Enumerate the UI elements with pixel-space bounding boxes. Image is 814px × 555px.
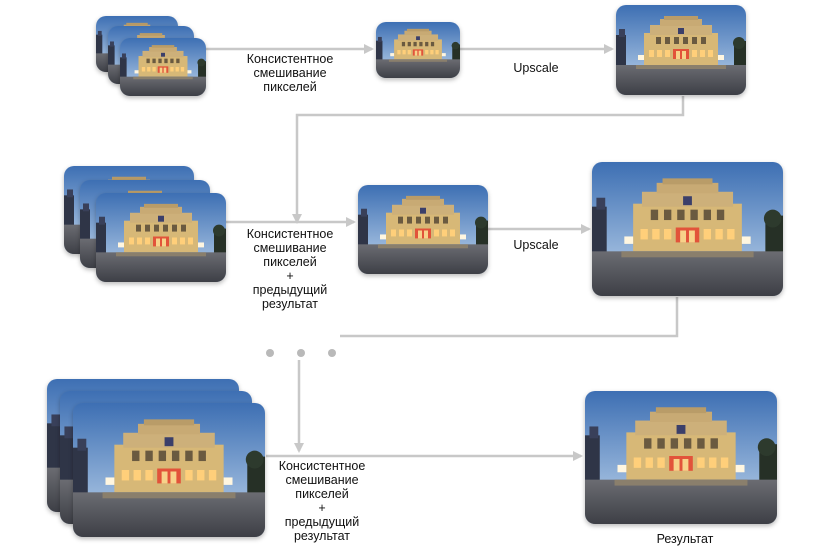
label-line: результат [293,529,350,543]
label-line: смешивание [253,241,327,255]
label-line: смешивание [253,66,327,80]
row1-upscaled-image [616,5,746,95]
row1-upscale-label: Upscale [496,61,576,75]
upscale-text: Upscale [513,238,559,252]
row2-upscale-label: Upscale [496,238,576,252]
row2-blended-image [358,185,488,274]
result-text: Результат [656,532,714,546]
label-line: Консистентное [278,459,366,473]
label-line: пикселей [263,80,317,94]
dot [266,349,274,357]
label-line: смешивание [285,473,359,487]
dot [328,349,336,357]
upscale-text: Upscale [513,61,559,75]
label-line: + [318,501,326,515]
ellipsis-dots [266,349,336,357]
row1-input-stack-front [120,38,206,96]
label-line: результат [261,297,318,311]
label-line: предыдущий [284,515,360,529]
row1-blend-label: Консистентное смешивание пикселей [228,52,352,94]
connector-row2-dashed [340,297,679,338]
label-line: предыдущий [252,283,328,297]
label-line: Консистентное [246,227,334,241]
dot [297,349,305,357]
row2-input-stack-front [96,193,226,282]
label-line: + [286,269,294,283]
row3-input-stack-front [73,403,265,537]
row3-blend-label: Консистентное смешивание пикселей + пред… [260,459,384,543]
label-line: пикселей [263,255,317,269]
label-line: пикселей [295,487,349,501]
connector-row1-to-row2 [292,96,685,224]
row3-result-image [585,391,777,524]
row1-blended-image [376,22,460,78]
row2-upscaled-image [592,162,783,296]
label-line: Консистентное [246,52,334,66]
result-label: Результат [630,532,740,546]
row2-blend-label: Консистентное смешивание пикселей + пред… [228,227,352,311]
